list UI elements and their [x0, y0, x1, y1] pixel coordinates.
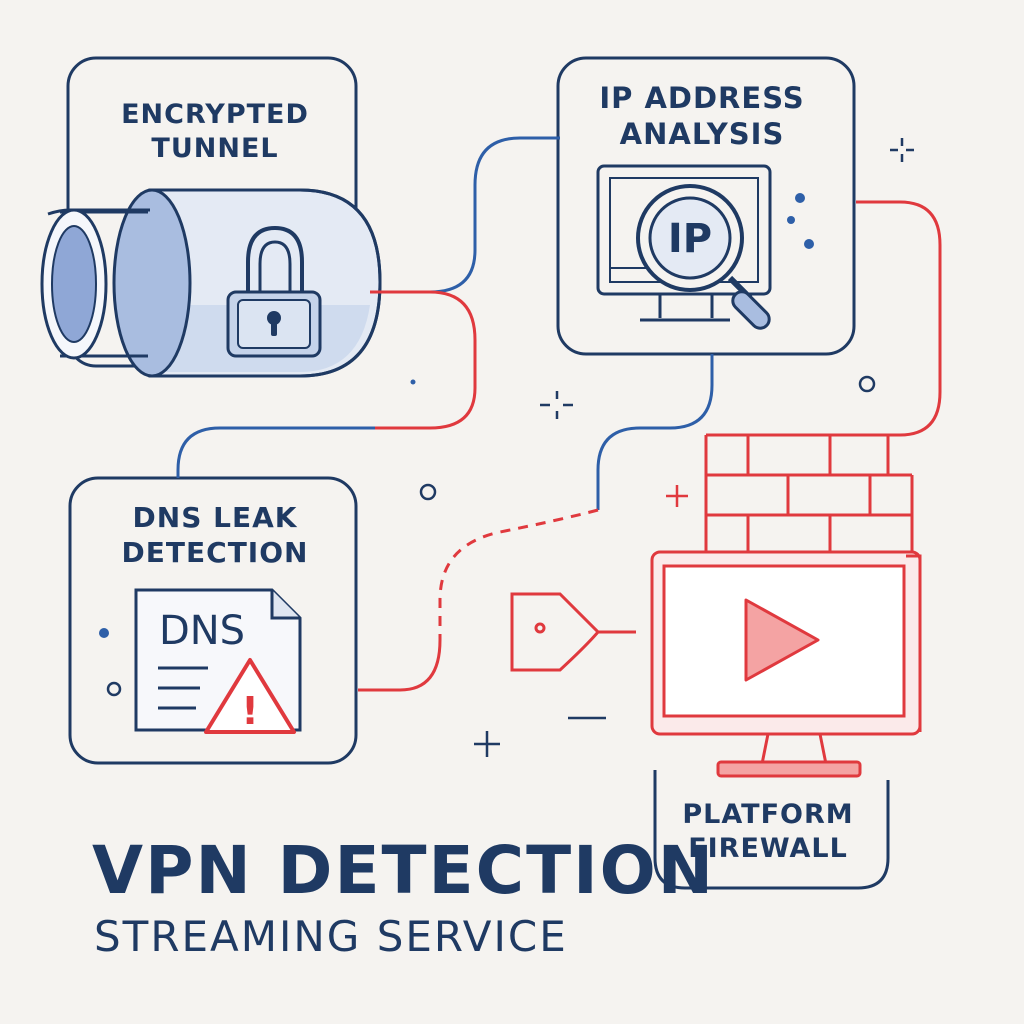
ip-analysis-box	[556, 56, 856, 356]
ip-badge-label: IP	[668, 216, 712, 262]
padlock-icon	[226, 225, 322, 358]
dns-leak-line2: DETECTION	[121, 536, 309, 569]
platform-firewall-line2: FIREWALL	[688, 832, 848, 864]
dns-leak-label: DNS LEAK DETECTION	[90, 500, 340, 570]
connector-lines	[176, 136, 942, 692]
platform-firewall-frame	[653, 770, 890, 890]
decorations	[106, 138, 914, 757]
encrypted-tunnel-label: ENCRYPTED TUNNEL	[95, 98, 335, 166]
brick-wall-icon	[704, 433, 914, 557]
magnifier-icon: IP	[636, 184, 771, 330]
warning-mark: !	[241, 689, 258, 733]
tv-play-icon	[650, 550, 922, 778]
diagram-title: VPN DETECTION	[92, 832, 715, 909]
plus-decor-red	[666, 485, 688, 507]
plug-icon	[510, 592, 636, 672]
ip-analysis-line1: IP ADDRESS	[599, 81, 805, 115]
dns-doc-label: DNS	[159, 608, 245, 654]
ip-analysis-line2: ANALYSIS	[619, 117, 785, 152]
ip-analysis-label: IP ADDRESS ANALYSIS	[572, 80, 832, 153]
diagram-subtitle: STREAMING SERVICE	[94, 912, 568, 961]
decor-dots	[99, 193, 814, 638]
encrypted-tunnel-line2: TUNNEL	[151, 132, 279, 164]
warning-icon: !	[204, 658, 296, 734]
encrypted-tunnel-line1: ENCRYPTED	[121, 99, 309, 130]
dns-leak-line1: DNS LEAK	[132, 501, 298, 534]
dns-leak-box	[68, 476, 358, 765]
pipe-icon	[40, 188, 382, 378]
platform-firewall-line1: PLATFORM	[682, 799, 854, 830]
platform-firewall-label: PLATFORM FIREWALL	[668, 798, 868, 866]
